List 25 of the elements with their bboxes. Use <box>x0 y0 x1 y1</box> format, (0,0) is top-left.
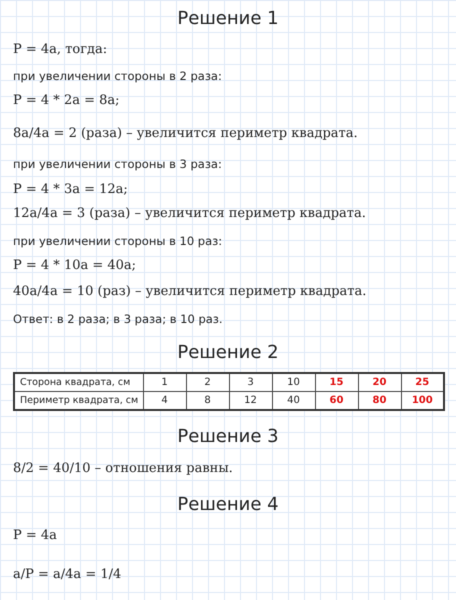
section-heading: Решение 4 <box>176 494 280 516</box>
text-line: при увеличении стороны в 2 раза: <box>13 68 222 84</box>
table-cell: 1 <box>143 373 186 392</box>
table-cell: 15 <box>315 373 358 392</box>
formula: 40a/4a = 10 (раз) – увеличится периметр квадрата. <box>13 284 366 300</box>
formula: P = 4 * 3a = 12a; <box>13 182 128 198</box>
formula: 12a/4a = 3 (раза) – увеличится периметр квадрата. <box>13 206 366 222</box>
formula: P = 4 * 10a = 40a; <box>13 258 136 274</box>
text-line: Ответ: в 2 раза; в 3 раза; в 10 раз. <box>13 311 223 327</box>
formula: a/P = a/4a = 1/4 <box>13 567 122 583</box>
text-line: при увеличении стороны в 3 раза: <box>13 156 222 172</box>
table-cell: 10 <box>272 373 315 392</box>
formula: 8a/4a = 2 (раза) – увеличится периметр квадрата. <box>13 126 358 142</box>
text-line: при увеличении стороны в 10 раз: <box>13 233 222 249</box>
table-cell: 20 <box>358 373 401 392</box>
section-heading: Решение 3 <box>176 426 280 448</box>
section-heading: Решение 2 <box>176 342 280 364</box>
section-heading: Решение 1 <box>176 8 280 30</box>
formula: P = 4a <box>13 528 57 544</box>
formula: P = 4a, тогда: <box>13 42 108 58</box>
table-cell: 3 <box>229 373 272 392</box>
table-cell: 2 <box>186 373 229 392</box>
formula: 8/2 = 40/10 – отношения равны. <box>13 461 233 477</box>
formula: P = 4 * 2a = 8a; <box>13 93 120 109</box>
row-header: Сторона квадрата, см <box>14 373 143 392</box>
